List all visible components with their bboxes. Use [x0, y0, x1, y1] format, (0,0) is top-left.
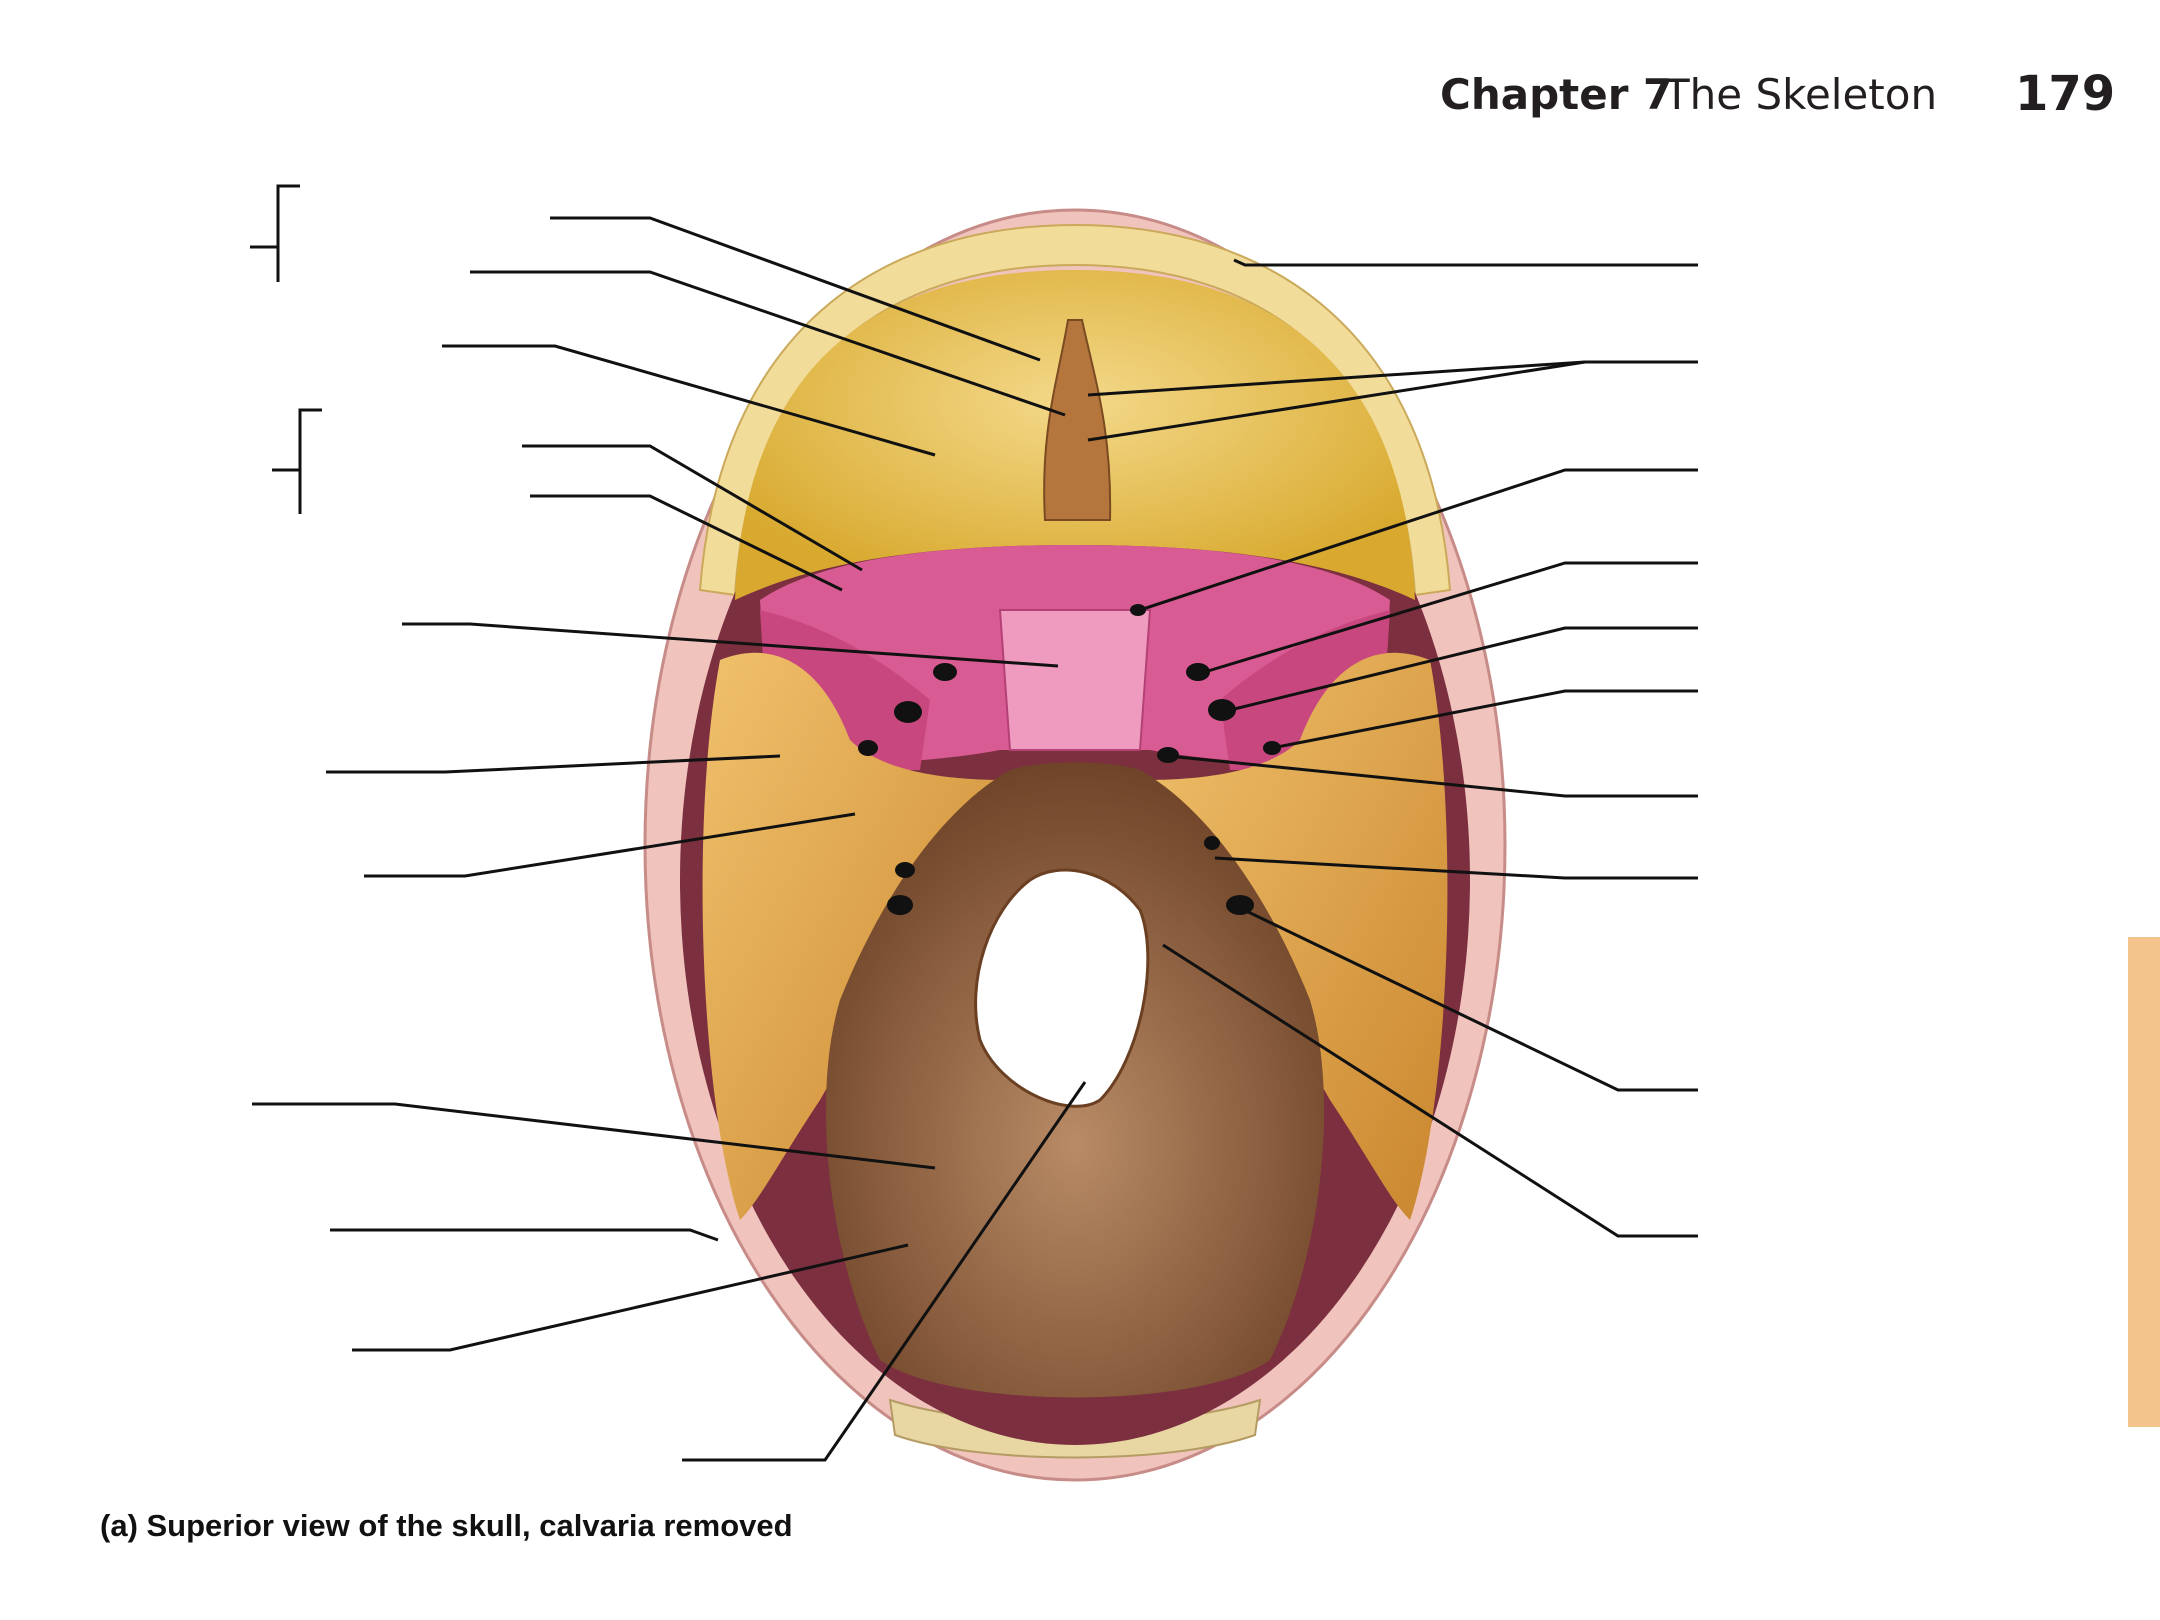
leader-line-4: [522, 444, 863, 572]
page-header: Chapter 7 The Skeleton 179: [1440, 62, 2115, 132]
leader-line-5: [530, 494, 843, 592]
leader-line-22: [1239, 906, 1698, 1092]
page-number: 179: [2015, 66, 2116, 122]
foramen-2: [1186, 663, 1210, 681]
crista-galli: [1043, 319, 1112, 521]
leader-line-7: [326, 754, 781, 774]
leader-line-9: [252, 1102, 936, 1170]
sella-turcica: [998, 609, 1152, 751]
leader-line-1: [550, 216, 1041, 362]
foramen-3: [1208, 699, 1236, 721]
leader-line-21: [1214, 856, 1698, 880]
bracket-upper: [250, 184, 300, 282]
leader-line-12: [682, 1081, 1087, 1462]
foramen-5: [1157, 747, 1179, 763]
chapter-title: The Skeleton: [1664, 70, 1938, 119]
frontal-rim: [698, 223, 1452, 597]
leader-line-23: [1162, 943, 1698, 1238]
leader-line-15: [1087, 360, 1586, 442]
foramen-11: [895, 862, 915, 878]
chapter-label: Chapter 7: [1440, 70, 1673, 119]
leader-line-17: [1197, 561, 1698, 676]
leader-line-13: [1233, 258, 1698, 267]
leader-line-2: [470, 270, 1066, 417]
figure-caption: (a) Superior view of the skull, calvaria…: [100, 1508, 793, 1543]
foramen-1: [1130, 604, 1146, 616]
bracket-lower: [272, 408, 322, 514]
leader-line-11: [352, 1243, 909, 1352]
leader-line-3: [442, 344, 936, 457]
margin-tab: [2128, 937, 2160, 1427]
foramen-9: [894, 701, 922, 723]
leader-line-16: [1139, 468, 1698, 612]
foramen-8: [933, 663, 957, 681]
temporal-bone-left: [702, 652, 1010, 1220]
leader-line-20: [1167, 754, 1698, 798]
leader-line-10: [330, 1228, 719, 1242]
foramen-magnum: [974, 868, 1150, 1108]
leader-line-18: [1221, 626, 1698, 714]
foramen-12: [887, 895, 913, 915]
foramen-6: [1204, 836, 1220, 850]
leader-line-8: [364, 812, 856, 878]
leader-line-6: [402, 622, 1059, 668]
foramen-10: [858, 740, 878, 756]
leader-line-19: [1271, 689, 1698, 750]
